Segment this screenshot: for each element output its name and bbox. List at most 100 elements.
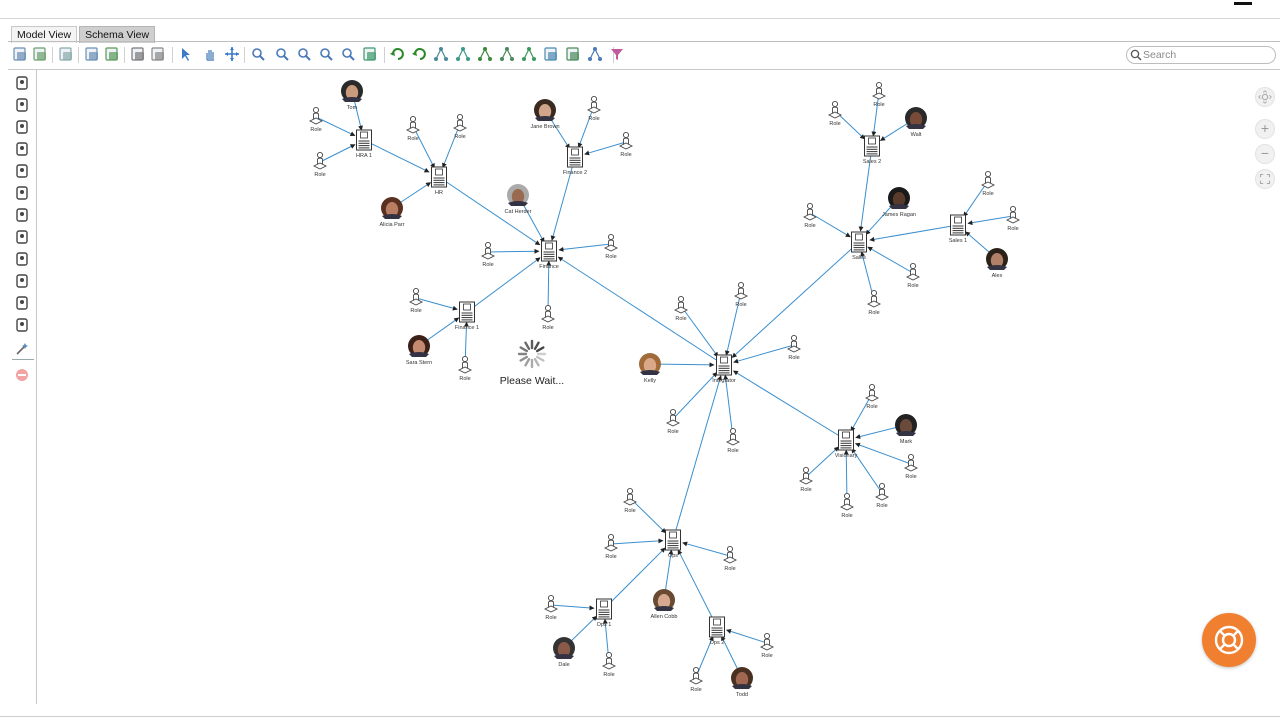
crossed-tools-icon[interactable] (15, 164, 29, 178)
role-node[interactable]: Role (540, 304, 556, 331)
person-node[interactable]: Alex (986, 248, 1008, 279)
select-pointer-icon[interactable] (178, 46, 194, 62)
menu-icon[interactable] (1234, 2, 1252, 5)
zoom-region-icon[interactable] (318, 46, 334, 62)
role-node[interactable]: Role (725, 427, 741, 454)
role-node[interactable]: Role (601, 651, 617, 678)
position-node[interactable]: Visionary (835, 429, 858, 459)
layout-hierarchical-icon[interactable] (433, 46, 449, 62)
role-node[interactable]: Role (452, 113, 468, 140)
position-node[interactable]: Ops (665, 529, 681, 559)
role-node[interactable]: Role (733, 281, 749, 308)
role-node[interactable]: Role (827, 100, 843, 127)
role-node[interactable]: Role (603, 233, 619, 260)
search-box[interactable] (1126, 46, 1276, 64)
monitor-icon[interactable] (15, 252, 29, 266)
tree-icon[interactable] (587, 46, 603, 62)
magic-wand-icon[interactable] (15, 342, 29, 356)
role-node[interactable]: Role (864, 383, 880, 410)
role-node[interactable]: Role (622, 487, 638, 514)
position-node[interactable]: Finance 1 (455, 301, 479, 331)
role-node[interactable]: Role (874, 482, 890, 509)
chart-icon[interactable] (15, 274, 29, 288)
role-node[interactable]: Role (786, 334, 802, 361)
position-node[interactable]: Sales 1 (949, 214, 967, 244)
role-node[interactable]: Role (903, 453, 919, 480)
person-node[interactable]: Walt (905, 107, 927, 138)
position-node[interactable]: Finance 2 (563, 146, 587, 176)
person-node[interactable]: Todd (731, 667, 753, 698)
role-node[interactable]: Role (673, 295, 689, 322)
person-node[interactable]: Alicia Parr (379, 197, 405, 228)
gear-burst-icon[interactable] (15, 318, 29, 332)
position-node[interactable]: Sales 2 (863, 135, 881, 165)
zoom-out-control[interactable]: − (1255, 144, 1275, 164)
person-node[interactable]: James Ragan (882, 187, 916, 218)
role-node[interactable]: Role (798, 466, 814, 493)
export-icon[interactable] (104, 46, 120, 62)
person-node[interactable]: Tom (341, 80, 363, 111)
tab-model-view[interactable]: Model View (11, 26, 78, 43)
fit-screen-control[interactable] (1255, 169, 1275, 189)
redo-icon[interactable] (411, 46, 427, 62)
position-node[interactable]: Integrator (712, 354, 736, 384)
copy-icon[interactable] (84, 46, 100, 62)
layout-orthogonal-icon[interactable] (521, 46, 537, 62)
position-node[interactable]: HRA 1 (356, 129, 372, 159)
role-node[interactable]: Role (480, 241, 496, 268)
remove-icon[interactable] (15, 368, 29, 382)
group-icon[interactable] (15, 142, 29, 156)
role-node[interactable]: Role (905, 262, 921, 289)
fit-layout-icon[interactable] (362, 46, 378, 62)
person-node[interactable]: Mark (895, 414, 917, 445)
role-node[interactable]: Role (312, 151, 328, 178)
position-node[interactable]: HR (431, 166, 447, 196)
pan-hand-icon[interactable] (202, 46, 218, 62)
zoom-out-icon[interactable] (274, 46, 290, 62)
role-node[interactable]: Role (586, 95, 602, 122)
search-input[interactable] (1143, 48, 1271, 62)
document-icon[interactable] (15, 98, 29, 112)
connect-nodes-icon[interactable] (15, 230, 29, 244)
position-node[interactable]: Ops 1 (596, 598, 612, 628)
role-node[interactable]: Role (405, 115, 421, 142)
role-icon[interactable] (15, 76, 29, 90)
person-node[interactable]: Sara Stern (406, 335, 432, 366)
pan-control[interactable] (1255, 87, 1275, 107)
role-node[interactable]: Role (665, 408, 681, 435)
role-node[interactable]: Role (802, 202, 818, 229)
role-node[interactable]: Role (866, 289, 882, 316)
role-node[interactable]: Role (308, 106, 324, 133)
role-node[interactable]: Role (543, 594, 559, 621)
role-node[interactable]: Role (1005, 205, 1021, 232)
role-node[interactable]: Role (408, 287, 424, 314)
refresh-layout-icon[interactable] (565, 46, 581, 62)
undo-icon[interactable] (389, 46, 405, 62)
role-node[interactable]: Role (759, 632, 775, 659)
target-circle-icon[interactable] (15, 186, 29, 200)
role-node[interactable]: Role (688, 666, 704, 693)
new-model-icon[interactable] (12, 46, 28, 62)
network-icon[interactable] (15, 208, 29, 222)
tab-schema-view[interactable]: Schema View (79, 26, 156, 43)
role-node[interactable]: Role (722, 545, 738, 572)
person-node[interactable]: Dale (553, 637, 575, 668)
filter-icon[interactable] (609, 46, 625, 62)
layout-organic-icon[interactable] (477, 46, 493, 62)
person-node[interactable]: Allen Cobb (651, 589, 678, 620)
help-button[interactable] (1202, 613, 1256, 667)
dart-target-icon[interactable] (15, 296, 29, 310)
person-node[interactable]: Cat Herder (505, 184, 532, 215)
zoom-in-control[interactable]: + (1255, 119, 1275, 139)
position-node[interactable]: Finance (539, 240, 559, 270)
zoom-fit-icon[interactable] (296, 46, 312, 62)
layout-grid-icon[interactable] (499, 46, 515, 62)
role-node[interactable]: Role (980, 170, 996, 197)
role-node[interactable]: Role (839, 492, 855, 519)
move-icon[interactable] (224, 46, 240, 62)
zoom-in-icon[interactable] (250, 46, 266, 62)
person-node[interactable]: Jane Brown (530, 99, 560, 130)
role-node[interactable]: Role (603, 533, 619, 560)
align-icon[interactable] (543, 46, 559, 62)
